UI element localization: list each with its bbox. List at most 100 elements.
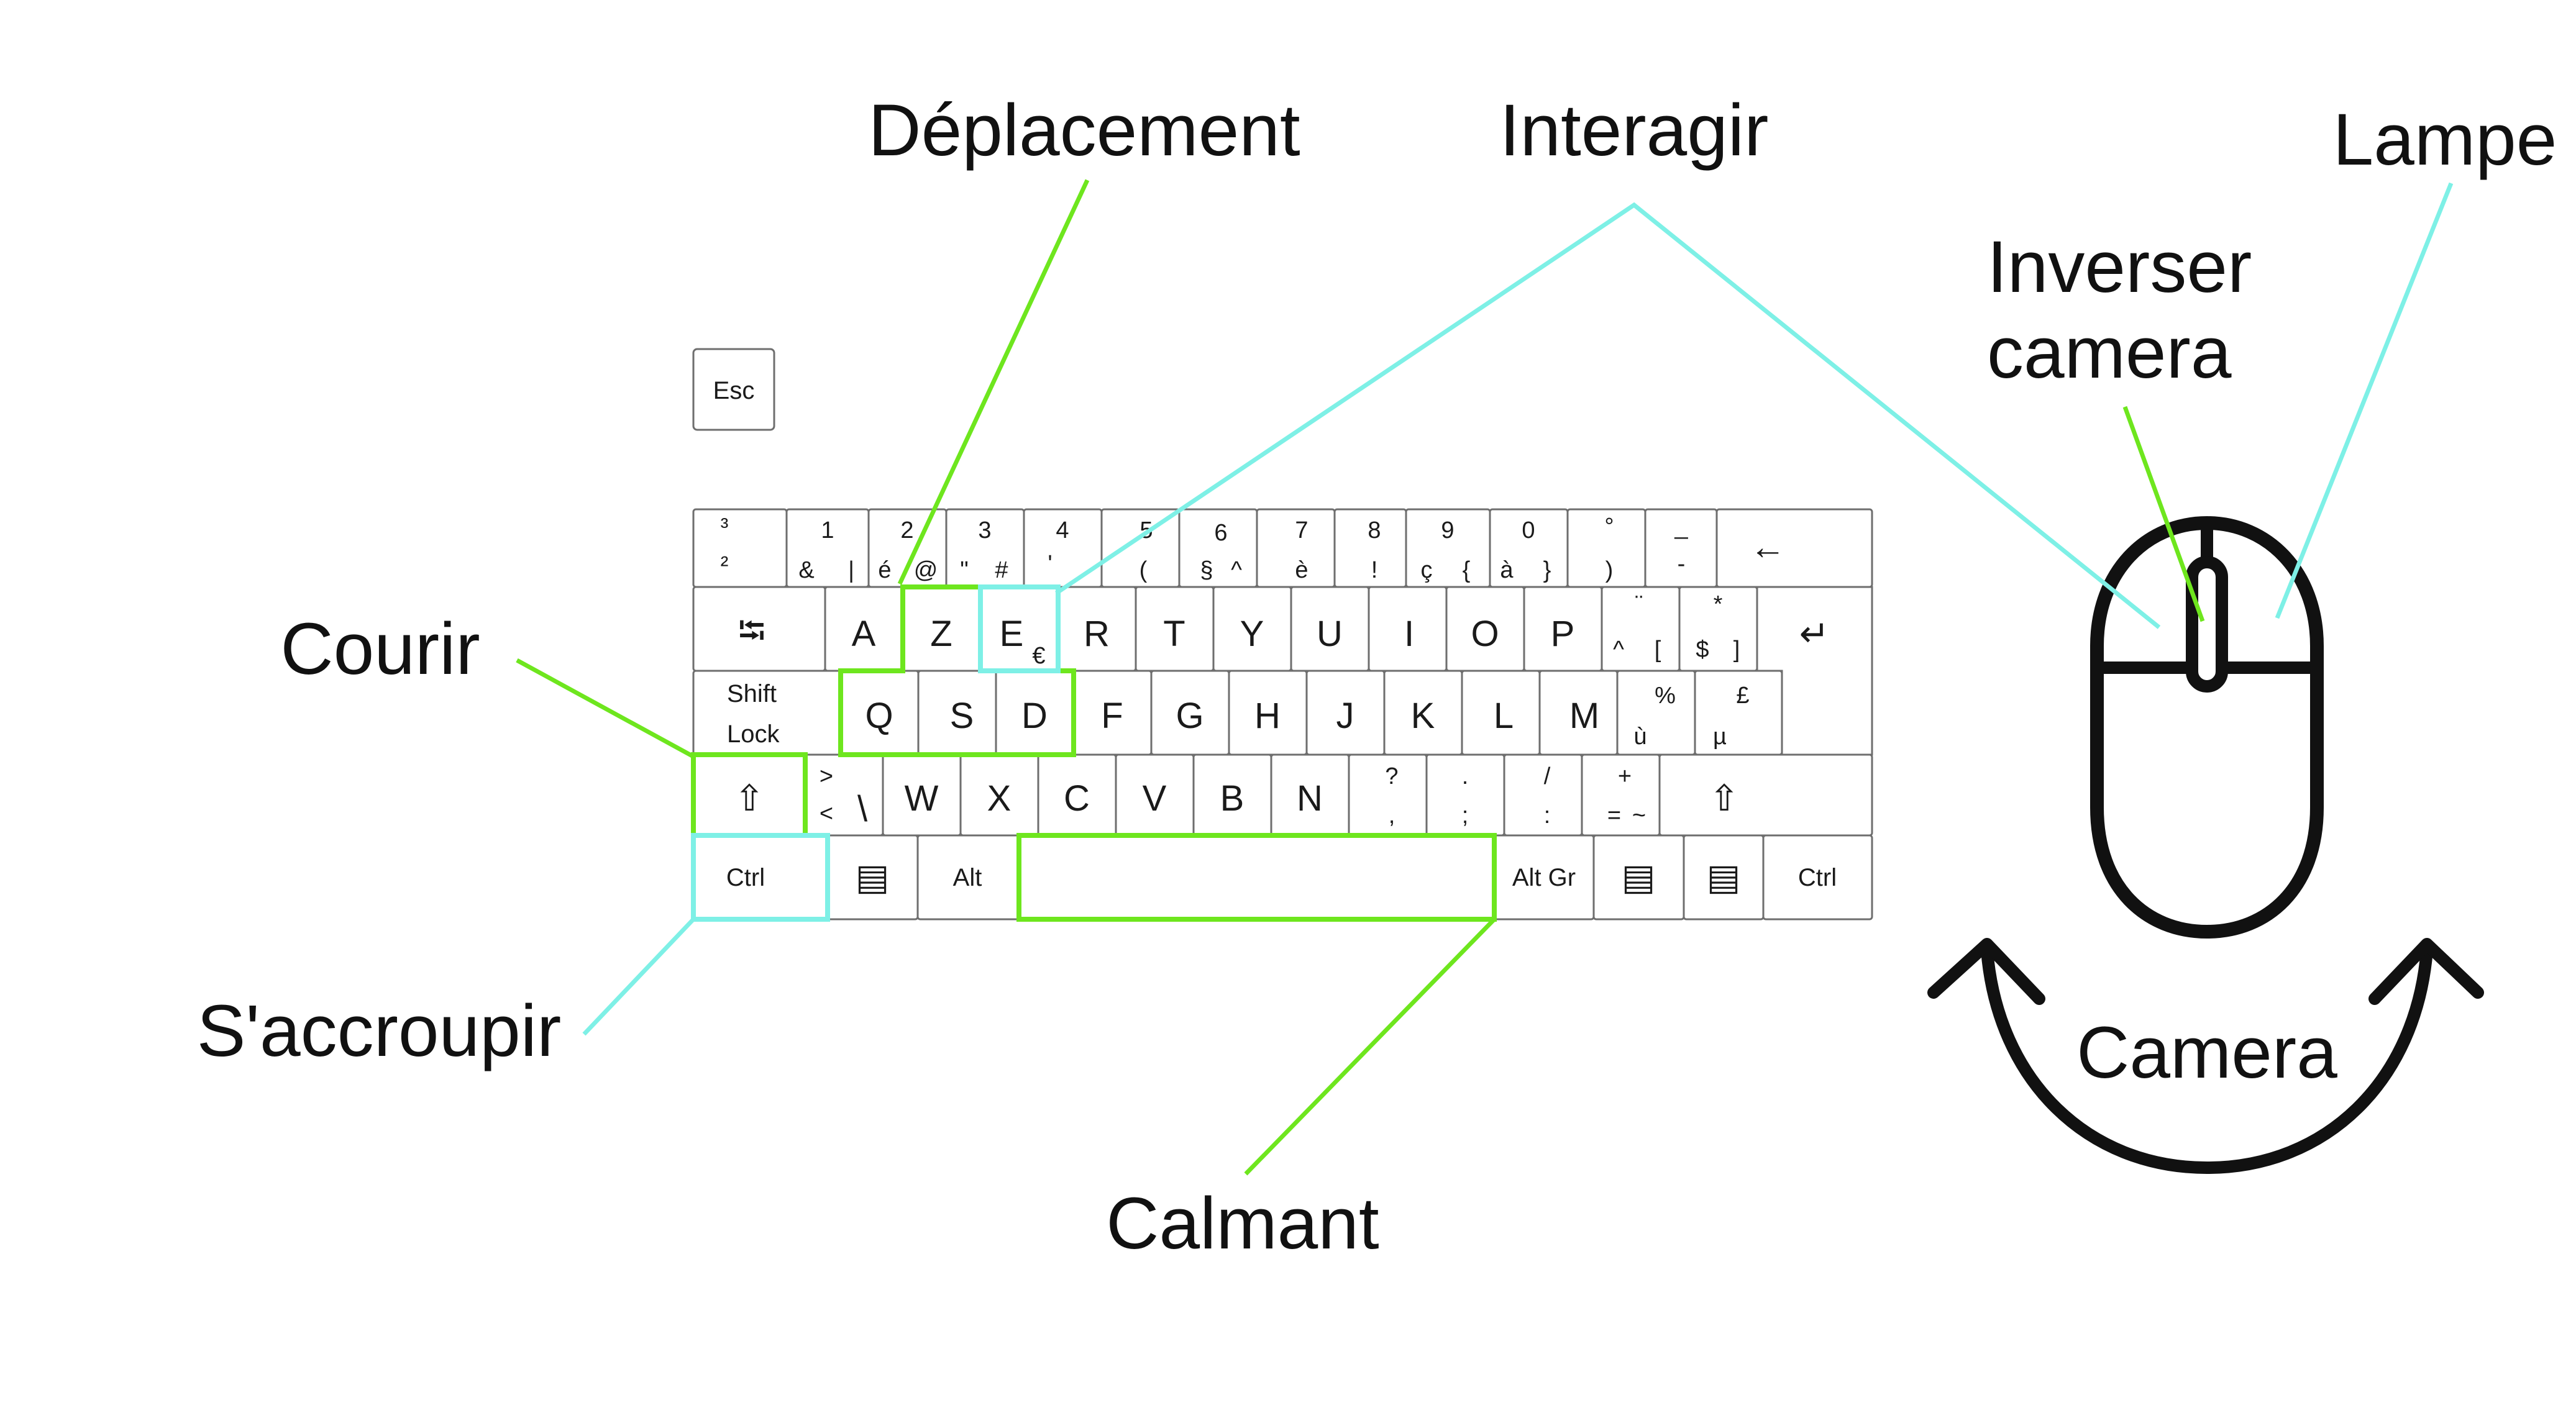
svg-text:?: ?: [1385, 763, 1398, 789]
svg-text:U: U: [1317, 614, 1343, 654]
svg-text:X: X: [987, 778, 1012, 819]
svg-text:#: #: [995, 557, 1008, 583]
camera-rotation-arrows: [1927, 938, 2484, 1175]
svg-text:-: -: [1678, 551, 1686, 577]
svg-text:": ": [960, 557, 969, 583]
svg-text:=: =: [1607, 802, 1621, 829]
svg-text:K: K: [1411, 696, 1435, 736]
svg-text:Shift: Shift: [727, 680, 777, 707]
svg-text:⭾: ⭾: [738, 611, 765, 651]
svg-text:1: 1: [821, 517, 834, 543]
svg-text:0: 0: [1522, 517, 1535, 543]
svg-text:Q: Q: [865, 696, 893, 736]
svg-text:é: é: [878, 557, 891, 583]
svg-text:J: J: [1336, 696, 1354, 736]
svg-text:E: E: [1000, 614, 1024, 654]
svg-text:²: ²: [721, 552, 729, 578]
svg-text::: :: [1544, 802, 1551, 829]
ctrl-highlight: [691, 833, 830, 922]
svg-text:°: °: [1604, 514, 1614, 540]
svg-text:[: [: [1655, 637, 1661, 663]
leader-lines: [516, 179, 2454, 1176]
space-highlight: [1016, 833, 1497, 922]
svg-text:¨: ¨: [1635, 591, 1643, 617]
top-letter-row: ⭾ A Z E € R T Y U I O P ¨ ^ [: [692, 586, 1873, 756]
svg-text:/: /: [1544, 763, 1551, 789]
mouse: [2090, 516, 2324, 939]
right-arrowhead-icon: [2368, 938, 2484, 1005]
svg-text:~: ~: [1632, 802, 1646, 829]
svg-text:P: P: [1551, 614, 1575, 654]
svg-text:\: \: [857, 789, 868, 829]
leader-deplacement: [897, 179, 1090, 585]
camera-arc: [1981, 944, 2433, 1175]
svg-text:←: ←: [1750, 527, 1786, 567]
svg-text:;: ;: [1462, 802, 1469, 829]
svg-text:M: M: [1569, 696, 1599, 736]
label-interagir: Interagir: [1500, 89, 1769, 171]
svg-text:6: 6: [1214, 520, 1227, 546]
svg-text:Y: Y: [1240, 614, 1264, 654]
svg-text:è: è: [1295, 557, 1308, 583]
svg-text:{: {: [1463, 557, 1471, 583]
svg-text:): ): [1605, 557, 1614, 583]
bottom-letter-row: ⇧ > < \ W X C V B N ? , . ; / :: [692, 753, 1873, 837]
leader-accroupir: [582, 917, 695, 1036]
svg-text:': ': [1048, 551, 1052, 577]
svg-text:D: D: [1021, 696, 1048, 736]
number-row: ³ ² 1 & | 2 é @ 3 " # 4 ' 5 ( 6 § ^: [692, 508, 1873, 588]
key-esc: Esc: [692, 348, 775, 431]
label-inverser: Inverser: [1987, 226, 2252, 308]
svg-text:L: L: [1494, 696, 1514, 736]
svg-text:9: 9: [1441, 517, 1454, 543]
svg-text:&: &: [798, 557, 814, 583]
svg-text:Alt: Alt: [953, 864, 982, 891]
svg-text:A: A: [852, 614, 876, 654]
svg-text:G: G: [1176, 696, 1204, 736]
svg-text:^: ^: [1613, 637, 1624, 663]
svg-text:⇧: ⇧: [1709, 778, 1740, 819]
captions: Déplacement Interagir Lampe Inverser cam…: [197, 89, 2557, 1265]
leader-lampe: [2275, 182, 2454, 619]
leader-inverser: [2122, 406, 2205, 622]
left-arrowhead-icon: [1927, 938, 2045, 1005]
svg-text:+: +: [1618, 763, 1632, 789]
svg-text:³: ³: [721, 514, 729, 540]
svg-text:}: }: [1543, 557, 1551, 583]
svg-text:,: ,: [1389, 802, 1395, 829]
svg-text:^: ^: [1231, 557, 1242, 583]
svg-text:<: <: [820, 801, 833, 827]
svg-text:S: S: [950, 696, 974, 736]
svg-text:]: ]: [1733, 637, 1740, 663]
label-deplacement: Déplacement: [868, 89, 1300, 171]
svg-text:▤: ▤: [1707, 857, 1741, 898]
svg-text:Z: Z: [930, 614, 952, 654]
svg-text:£: £: [1736, 683, 1749, 709]
e-key-highlight: [978, 584, 1061, 673]
svg-text:ù: ù: [1633, 724, 1647, 750]
label-lampe: Lampe: [2333, 99, 2557, 181]
svg-text:@: @: [914, 557, 938, 583]
leader-calmant: [1244, 917, 1496, 1176]
svg-text:$: $: [1696, 637, 1709, 663]
svg-text:Ctrl: Ctrl: [1798, 864, 1837, 891]
svg-text:>: >: [820, 763, 833, 789]
svg-text:3: 3: [978, 517, 991, 543]
svg-text:W: W: [905, 778, 939, 819]
svg-text:_: _: [1674, 514, 1688, 540]
scroll-wheel: [2186, 556, 2228, 693]
svg-text:R: R: [1084, 614, 1110, 654]
svg-text:2: 2: [900, 517, 913, 543]
svg-text:F: F: [1101, 696, 1123, 736]
svg-text:(: (: [1140, 557, 1148, 583]
svg-text:T: T: [1163, 614, 1185, 654]
svg-text:▤: ▤: [1622, 857, 1656, 898]
svg-text:Esc: Esc: [713, 377, 755, 404]
leader-courir: [516, 658, 695, 759]
label-calmant: Calmant: [1106, 1183, 1379, 1265]
label-camera: Camera: [2076, 1012, 2337, 1094]
svg-text:€: €: [1032, 643, 1045, 669]
label-courir: Courir: [280, 608, 480, 690]
svg-text:Ctrl: Ctrl: [726, 864, 765, 891]
